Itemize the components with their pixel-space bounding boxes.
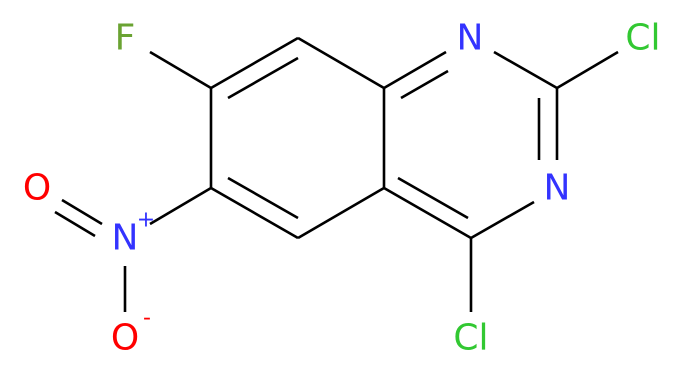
bond-nitro-o-top-2 <box>54 210 96 238</box>
bond-c2-cl <box>556 50 619 90</box>
bond-c4-c4a-inner <box>397 176 469 220</box>
bond-c8-c7-inner <box>227 56 299 100</box>
bond-c6-c5 <box>210 186 299 240</box>
bond-c6-nitro <box>149 186 212 226</box>
bond-c6-c5-inner <box>227 176 299 220</box>
bond-c8-c7 <box>210 36 299 90</box>
bond-c5-c4a <box>297 186 385 240</box>
nitro-plus-charge: + <box>137 208 155 233</box>
bond-c8a-n1-inner <box>400 69 449 100</box>
bond-c7-f <box>149 50 212 90</box>
bond-c8a-n1 <box>383 50 447 90</box>
atom-cl4: Cl <box>453 318 488 359</box>
bond-n1-c2 <box>493 50 558 90</box>
atom-n3: N <box>544 168 571 209</box>
atom-o-top: O <box>23 168 51 209</box>
oxygen-minus-charge: - <box>143 306 151 331</box>
bonds <box>54 36 619 312</box>
bond-c8-c8a <box>297 36 385 90</box>
bond-nitro-o-top <box>61 198 103 226</box>
atom-labels: N N Cl Cl F N + O O - <box>23 18 661 359</box>
bond-c4-c4a <box>383 186 472 240</box>
atom-cl2: Cl <box>625 18 660 59</box>
atom-f: F <box>115 18 136 59</box>
atom-o-bottom: O <box>111 318 139 359</box>
atom-n1: N <box>457 18 484 59</box>
atom-nitro-n: N <box>112 218 139 259</box>
bond-n3-c4 <box>470 200 535 240</box>
